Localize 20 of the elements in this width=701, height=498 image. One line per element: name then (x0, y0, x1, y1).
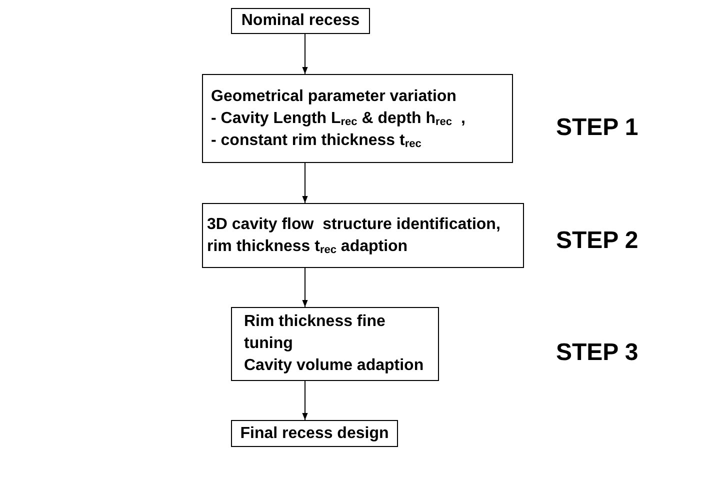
arrow (302, 380, 308, 420)
arrow (302, 162, 308, 204)
process-box (202, 203, 524, 268)
step-label: STEP 3 (556, 339, 638, 367)
box-text: Final recess design (240, 424, 389, 444)
arrow (302, 268, 308, 308)
process-box (231, 8, 370, 34)
box-text: - Cavity Length L$_{rec}$ & depth h$_{rec}$ , (211, 108, 466, 130)
box-text: Rim thickness fine tuning (244, 312, 386, 354)
box-text: - constant rim thickness t$_{rec}$ (211, 130, 422, 152)
box-text: Nominal recess (241, 11, 360, 31)
step-label: STEP 2 (556, 227, 638, 255)
box-text: 3D cavity flow structure identification, rim thickness t$_{rec}$ adaption (207, 214, 502, 258)
process-box (202, 74, 513, 163)
box-text: Geometrical parameter variation (211, 86, 456, 106)
process-box (231, 307, 439, 381)
box-text: Cavity volume adaption (244, 356, 424, 376)
arrow (302, 34, 308, 74)
process-box (231, 420, 398, 447)
step-label: STEP 1 (556, 114, 638, 142)
